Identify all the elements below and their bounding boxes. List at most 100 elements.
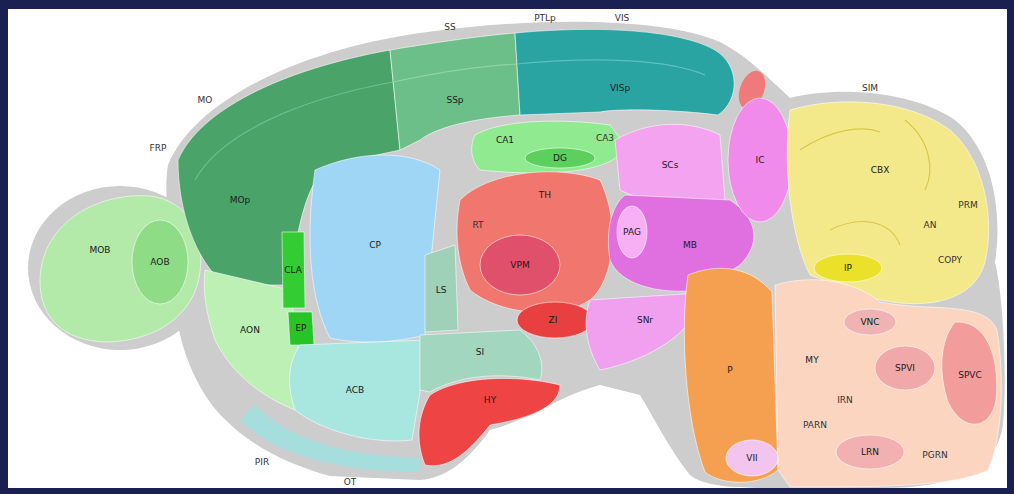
region-fill [787,102,988,304]
brain-region: AOB [131,219,189,305]
region-abbreviation: AOB [150,258,169,267]
region-fill [515,29,734,115]
brain-region: ACB [288,339,426,442]
area-label: OT [344,478,357,487]
region-fill [480,235,560,295]
area-label: RT [472,221,483,230]
region-abbreviation: AON [240,326,260,335]
brain-region: ZI [516,301,594,339]
area-label: PARN [803,421,827,430]
layer-line [800,129,880,150]
area-label: PIR [255,458,269,467]
region-fill [282,232,305,308]
layer-line [830,222,900,245]
brain-region: IC [727,97,793,223]
region-abbreviation: P [727,366,732,375]
area-label: PGRN [922,451,947,460]
region-abbreviation: VISp [610,84,630,93]
brain-region: VNC [843,308,897,336]
region-fill [40,196,201,342]
region-fill [132,220,188,304]
brain-region: MOB AOB [38,194,201,343]
brain-region: LS [424,244,459,333]
area-label: FRP [150,144,167,153]
region-fill [290,340,425,441]
brain-region: SPVI [874,345,936,391]
region-fill [726,440,778,476]
region-abbreviation: CLA [284,266,302,275]
region-abbreviation: SSp [446,96,463,105]
region-fill [728,98,792,222]
brain-region: HY [417,377,561,467]
brain-region: CLA [281,231,306,309]
region-abbreviation: SPVC [958,371,982,380]
area-label: IRN [837,396,853,405]
brain-region: IP [813,253,883,283]
brain-region: CA1DG [470,120,626,174]
region-abbreviation: IC [756,156,765,165]
layer-line [905,120,930,190]
brain-region: VISp [514,28,736,116]
brain-region: VII [725,439,779,477]
region-abbreviation: LRN [861,448,879,457]
brain-region: CP [309,154,441,343]
region-fill [472,121,625,173]
region-fill [844,309,896,335]
white-panel [8,9,1007,488]
region-fill [615,124,725,205]
region-abbreviation: SNr [637,316,653,325]
area-label: PTLp [534,14,556,23]
region-abbreviation: HY [484,396,496,405]
region-fill [684,268,778,482]
area-label: SS [444,23,455,32]
region-abbreviation: ACB [346,386,364,395]
region-abbreviation: SPVI [895,364,915,373]
area-label: SIM [862,84,878,93]
region-abbreviation: CBX [871,166,890,175]
brain-region: VPM [479,234,561,296]
brain-region: SCs [614,123,726,206]
region-abbreviation: IP [844,264,852,273]
region-fill [775,280,1001,487]
region-outline [585,292,701,371]
region-fill [814,254,882,282]
region-abbreviation: VII [746,454,757,463]
brain-region: EP [287,311,315,346]
area-label: MO [198,96,213,105]
region-abbreviation: EP [295,324,306,333]
region-fill [310,155,440,342]
area-label: COPY [938,256,962,265]
region-outline [417,377,561,467]
region-abbreviation: MY [805,356,818,365]
region-abbreviation: CA1 [496,136,514,145]
brain-region: LRN [835,434,905,470]
brain-backdrop [166,22,1004,488]
brain-region: PAG [616,205,648,259]
area-label: CA3 [596,134,614,143]
region-abbreviation: SCs [662,161,679,170]
area-label: AN [924,221,937,230]
region-abbreviation: LS [436,286,447,295]
region-abbreviation: CP [369,241,381,250]
layer-line [393,64,517,82]
region-fill [419,378,560,465]
brain-region: SPVC [940,320,997,425]
region-abbreviation: TH [539,191,551,200]
region-abbreviation: SI [476,348,484,357]
region-abbreviation: DG [553,154,567,163]
region-abbreviation: MB [683,241,697,250]
region-abbreviation: VPM [510,261,529,270]
region-abbreviation: PAG [623,228,641,237]
brain-region: TH VPM [456,170,614,313]
region-fill [942,322,997,424]
layer-line [517,60,705,75]
region-fill [875,346,935,390]
region-fill [425,245,458,332]
region-fill [288,312,314,345]
region-outline [514,28,736,116]
area-label: PRM [958,201,977,210]
region-fill [586,293,700,370]
region-abbreviation: MOB [89,246,110,255]
